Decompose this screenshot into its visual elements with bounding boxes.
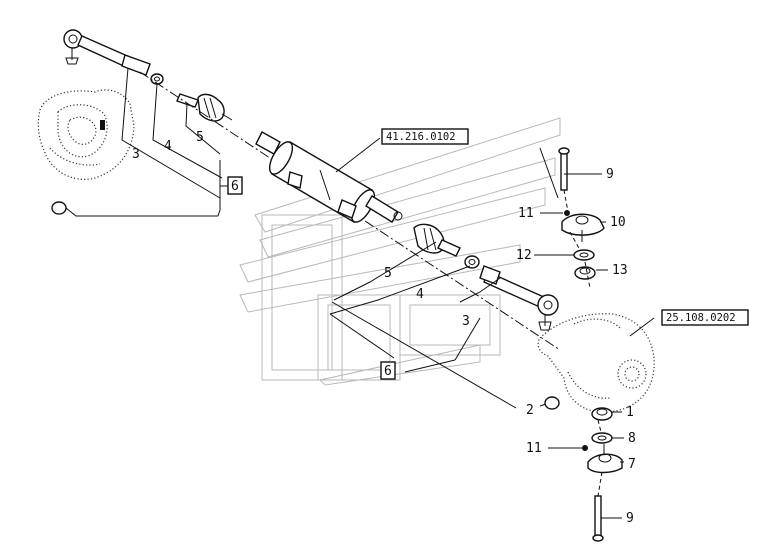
left-tie-rod (63, 29, 151, 76)
right-axle-housing (537, 313, 655, 413)
label-left-4: 4 (164, 139, 172, 154)
bracket-10 (561, 213, 605, 242)
dot-11-top (564, 210, 570, 216)
mid-tie-rod-3 (479, 265, 559, 331)
washer-8 (591, 432, 613, 444)
label-right-11-top: 11 (518, 206, 534, 221)
label-left-3: 3 (132, 147, 140, 162)
bearing-13 (574, 266, 596, 280)
steering-cylinder (255, 131, 403, 223)
label-bot-7: 7 (628, 457, 636, 472)
ref-steering-cylinder: 41.216.0102 (386, 131, 456, 143)
label-bot-11: 11 (526, 441, 542, 456)
label-right-9-top: 9 (606, 167, 614, 182)
label-mid-6: 6 (384, 364, 392, 379)
washer-12 (573, 249, 595, 261)
ref-axle-housing: 25.108.0202 (666, 312, 736, 324)
mid-nut-4 (464, 255, 480, 269)
ref-box-cylinder (381, 128, 469, 145)
label-bot-8: 8 (628, 431, 636, 446)
label-right-13: 13 (612, 263, 628, 278)
label-left-5: 5 (196, 130, 204, 145)
label-right-12: 12 (516, 248, 532, 263)
mid-rod-end-5 (413, 223, 461, 257)
bearing-1 (591, 407, 613, 421)
label-bot-2: 2 (526, 403, 534, 418)
label-bot-1: 1 (626, 405, 634, 420)
label-mid-4: 4 (416, 287, 424, 302)
ref-box-housing (661, 309, 749, 326)
left-nut-2 (51, 201, 67, 215)
callout-box-6-left (227, 176, 243, 195)
label-mid-3: 3 (462, 314, 470, 329)
callout-box-6-mid (380, 361, 396, 380)
leader-lines (65, 67, 655, 519)
left-rod-end-5 (176, 93, 233, 122)
dot-11-bottom (582, 445, 588, 451)
label-bot-9: 9 (626, 511, 634, 526)
nut-2-bottom (544, 396, 560, 410)
left-axle-housing (37, 89, 135, 180)
pin-9-top (558, 147, 570, 191)
label-left-6: 6 (231, 179, 239, 194)
bracket-7 (587, 444, 623, 474)
left-nut-4 (150, 73, 164, 85)
watermark-logo (239, 117, 561, 386)
label-mid-5: 5 (384, 266, 392, 281)
label-right-10: 10 (610, 215, 626, 230)
